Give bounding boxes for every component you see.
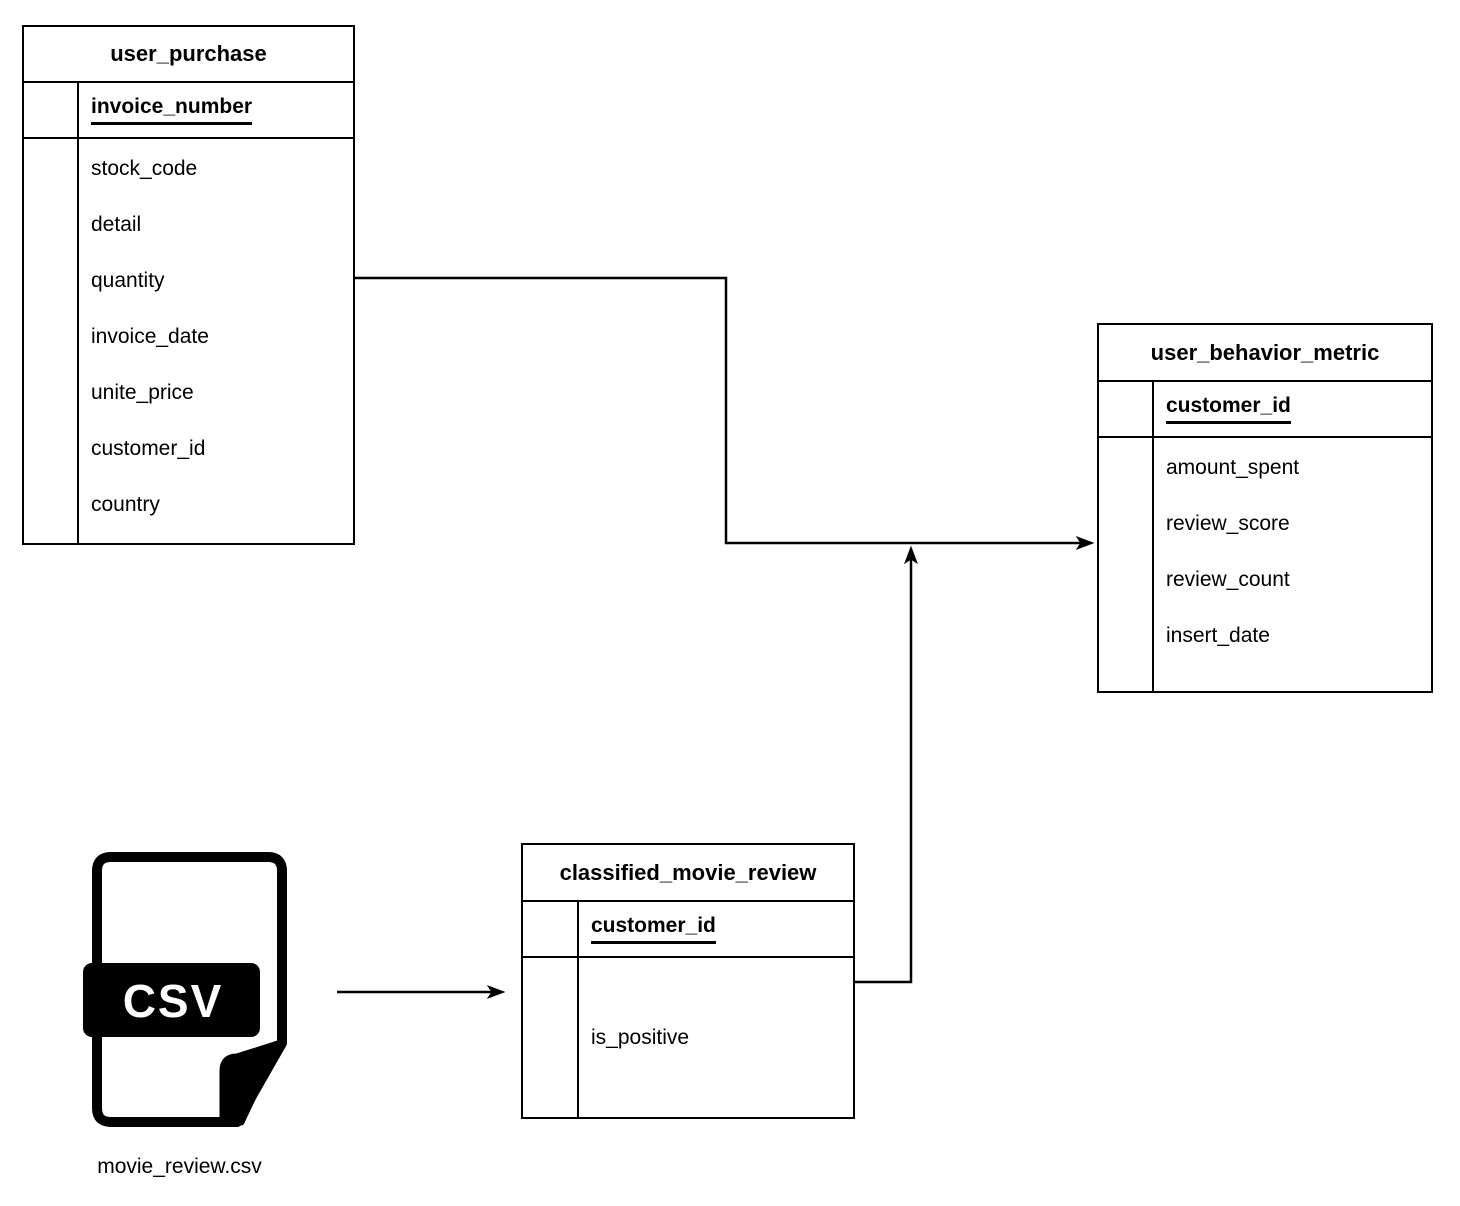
folded-corner bbox=[219, 1040, 282, 1126]
field-list: amount_spent review_score review_count i… bbox=[1154, 438, 1431, 691]
field: stock_code bbox=[91, 157, 198, 180]
primary-key-field: invoice_number bbox=[91, 95, 253, 125]
key-column-cell bbox=[24, 83, 79, 137]
entity-title: classified_movie_review bbox=[523, 845, 853, 902]
field: detail bbox=[91, 213, 142, 236]
csv-file-caption: movie_review.csv bbox=[97, 1155, 262, 1178]
field: is_positive bbox=[591, 1025, 690, 1049]
primary-key-row: invoice_number bbox=[24, 83, 353, 139]
field-list: is_positive bbox=[579, 958, 853, 1117]
key-column-cell bbox=[523, 958, 579, 1117]
entity-body: is_positive bbox=[523, 958, 853, 1117]
field: quantity bbox=[91, 269, 165, 292]
key-column-cell bbox=[24, 139, 79, 543]
arrowhead-right-icon bbox=[486, 984, 506, 1000]
field: unite_price bbox=[91, 381, 194, 404]
primary-key-cell: customer_id bbox=[1154, 382, 1431, 436]
entity-classified-movie-review: classified_movie_review customer_id is_p… bbox=[521, 843, 855, 1119]
entity-body: stock_code detail quantity invoice_date … bbox=[24, 139, 353, 543]
connector-user-purchase-to-user-behavior-metric bbox=[353, 276, 1081, 545]
arrowhead-up-icon bbox=[903, 545, 919, 565]
field: invoice_date bbox=[91, 325, 209, 348]
entity-user-behavior-metric: user_behavior_metric customer_id amount_… bbox=[1097, 323, 1433, 693]
csv-file-icon: CSV bbox=[83, 852, 287, 1127]
entity-title: user_purchase bbox=[24, 27, 353, 83]
field: amount_spent bbox=[1166, 456, 1300, 479]
entity-title: user_behavior_metric bbox=[1099, 325, 1431, 382]
primary-key-field: customer_id bbox=[591, 914, 716, 944]
primary-key-cell: customer_id bbox=[579, 902, 853, 956]
field: customer_id bbox=[91, 437, 206, 460]
primary-key-row: customer_id bbox=[1099, 382, 1431, 438]
primary-key-cell: invoice_number bbox=[79, 83, 353, 137]
connector-classified-movie-review-to-user-behavior-metric bbox=[853, 559, 913, 984]
field-list: stock_code detail quantity invoice_date … bbox=[79, 139, 353, 543]
arrowhead-right-icon bbox=[1075, 535, 1095, 551]
csv-badge bbox=[83, 963, 260, 1037]
key-column-cell bbox=[1099, 438, 1154, 691]
key-column-cell bbox=[1099, 382, 1154, 436]
field: country bbox=[91, 493, 160, 516]
document-outline bbox=[92, 852, 287, 1127]
field: insert_date bbox=[1166, 624, 1270, 647]
entity-body: amount_spent review_score review_count i… bbox=[1099, 438, 1431, 691]
primary-key-field: customer_id bbox=[1166, 394, 1291, 424]
primary-key-row: customer_id bbox=[523, 902, 853, 958]
field: review_count bbox=[1166, 568, 1290, 591]
field: review_score bbox=[1166, 512, 1290, 535]
entity-user-purchase: user_purchase invoice_number stock_code … bbox=[22, 25, 355, 545]
key-column-cell bbox=[523, 902, 579, 956]
csv-badge-label: CSV bbox=[123, 975, 224, 1027]
